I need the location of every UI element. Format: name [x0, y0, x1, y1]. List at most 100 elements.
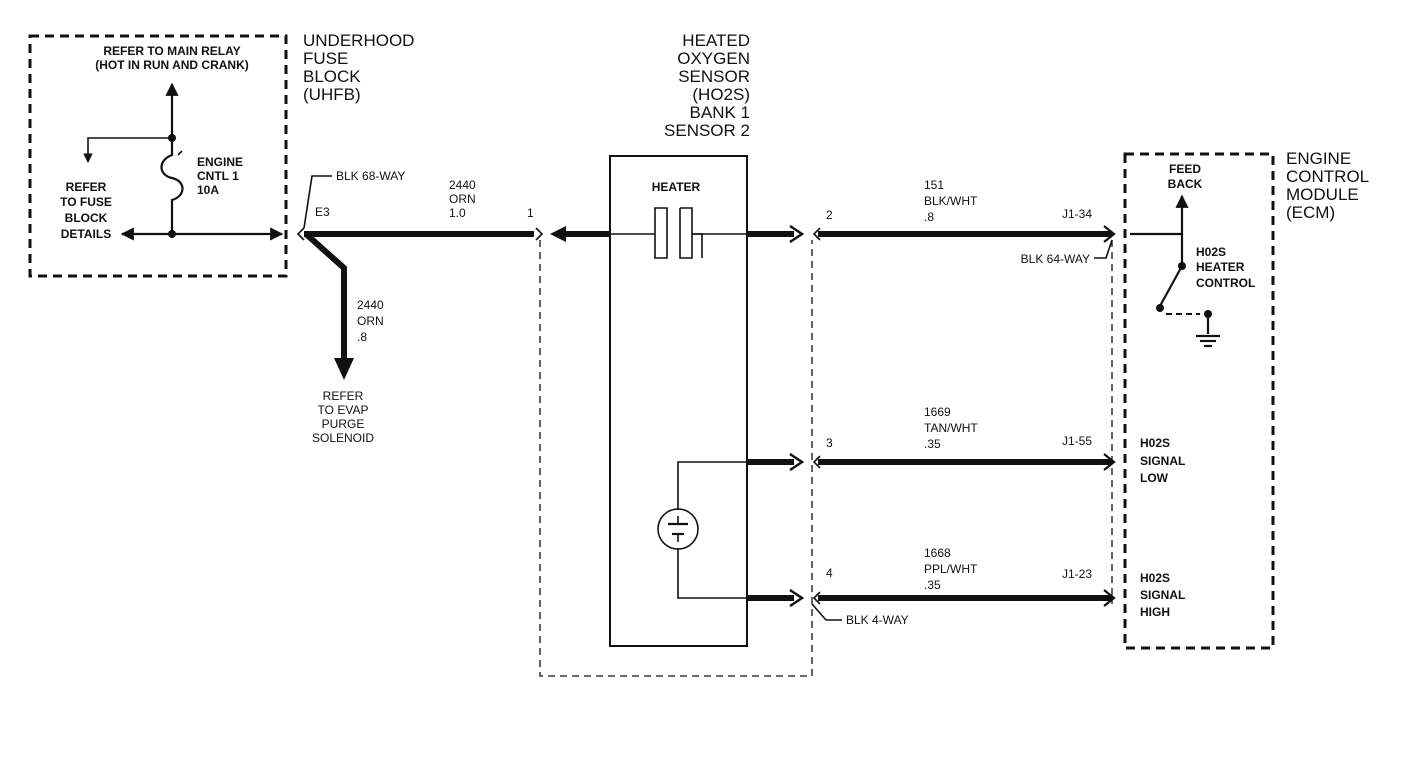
fuse-label-line: CNTL 1	[197, 169, 239, 183]
pin4-chevron	[789, 588, 805, 608]
switch-contact-bottom	[1156, 304, 1164, 312]
heater-control-label: H02S HEATER CONTROL	[1196, 245, 1255, 290]
pin3-connector-chevron	[812, 455, 821, 469]
uhfb-title-line: FUSE	[303, 49, 348, 68]
ecm-pin-j1-34-arrow	[1103, 225, 1116, 243]
fuse-label: ENGINE CNTL 1 10A	[197, 155, 243, 197]
wire-pin4-pin: 4	[826, 566, 833, 580]
feed-wire-circuit: 2440	[449, 178, 476, 192]
evap-destination-line: TO EVAP	[318, 403, 369, 417]
signal-low-label: H02S SIGNAL LOW	[1140, 436, 1185, 485]
signal-high-line: HIGH	[1140, 605, 1170, 619]
evap-destination-line: SOLENOID	[312, 431, 374, 445]
fuse-symbol	[160, 138, 184, 234]
ecm-title-line: ENGINE	[1286, 149, 1351, 168]
signal-low-line: H02S	[1140, 436, 1170, 450]
feedback-line: FEED	[1169, 162, 1201, 176]
feed-pin-chevron	[535, 227, 544, 241]
wire-pin4-ecm-pin: J1-23	[1062, 567, 1092, 581]
sensor-title-line: HEATED	[682, 31, 750, 50]
heater-label: HEATER	[652, 180, 701, 194]
heater-control-line: CONTROL	[1196, 276, 1255, 290]
feed-pin-label: 1	[527, 206, 534, 220]
heater-pin1-arrow	[550, 226, 566, 242]
ecm-title-line: MODULE	[1286, 185, 1359, 204]
sensor-title-line: (HO2S)	[692, 85, 750, 104]
evap-destination-line: PURGE	[322, 417, 365, 431]
ecm-pin-j1-55-arrow	[1103, 453, 1116, 471]
sensor-connector-outline	[539, 240, 813, 677]
main-relay-label: REFER TO MAIN RELAY (HOT IN RUN AND CRAN…	[95, 44, 249, 72]
fuse-mark	[177, 150, 183, 156]
ecm-connector-leader	[1094, 239, 1113, 259]
wire-pin3-circuit: 1669	[924, 405, 951, 419]
uhfb-connector-chevron	[296, 227, 305, 241]
fuse-block-ref-line: DETAILS	[61, 227, 111, 241]
evap-wire	[303, 231, 347, 362]
sensing-element	[657, 508, 699, 550]
fuse-block-branch-arrow	[83, 137, 172, 163]
evap-wire-gauge: .8	[357, 330, 367, 344]
sensor-connector-label: BLK 4-WAY	[846, 613, 909, 627]
wire-pin2-ecm-pin: J1-34	[1062, 207, 1092, 221]
heater-element-left	[610, 207, 668, 259]
uhfb-connector-label: BLK 68-WAY	[336, 169, 405, 183]
wire-pin4-circuit: 1668	[924, 546, 951, 560]
feedback-label: FEED BACK	[1168, 162, 1203, 191]
uhfb-title-line: UNDERHOOD	[303, 31, 414, 50]
uhfb-terminal-label: E3	[315, 205, 330, 219]
ecm-pin-j1-23-arrow	[1103, 589, 1116, 607]
uhfb-title-line: (UHFB)	[303, 85, 361, 104]
signal-high-line: H02S	[1140, 571, 1170, 585]
fuse-block-ref-line: TO FUSE	[60, 195, 112, 209]
wire-pin2-gauge: .8	[924, 210, 934, 224]
wire-pin3-ecm-pin: J1-55	[1062, 434, 1092, 448]
signal-low-line: SIGNAL	[1140, 454, 1185, 468]
heater-control-line: H02S	[1196, 245, 1226, 259]
sensor-connector-leader	[811, 603, 842, 621]
sensor-title-line: OXYGEN	[677, 49, 750, 68]
wire-pin3-pin: 3	[826, 436, 833, 450]
signal-high-label: H02S SIGNAL HIGH	[1140, 571, 1185, 619]
ecm-box	[1123, 152, 1275, 650]
wire-pin2-circuit: 151	[924, 178, 944, 192]
evap-wire-circuit: 2440	[357, 298, 384, 312]
ecm-title-line: CONTROL	[1286, 167, 1369, 186]
feed-wire-color: ORN	[449, 192, 476, 206]
uhfb-title-line: BLOCK	[303, 67, 361, 86]
pin2-chevron	[789, 224, 805, 244]
heater-control-line: HEATER	[1196, 260, 1245, 274]
feed-wire-gauge: 1.0	[449, 206, 466, 220]
uhfb-box	[28, 34, 288, 278]
heater-control-switch	[1159, 265, 1183, 307]
ecm-title-line: (ECM)	[1286, 203, 1335, 222]
heater-element-right	[679, 207, 693, 259]
uhfb-connector-leader	[303, 175, 332, 229]
fuse-block-ref-line: REFER	[66, 180, 107, 194]
uhfb-title: UNDERHOOD FUSE BLOCK (UHFB)	[303, 31, 414, 104]
sensor-body	[609, 155, 748, 647]
feedback-line: BACK	[1168, 177, 1203, 191]
evap-wire-label: 2440 ORN .8	[357, 298, 384, 344]
wire-pin4-color: PPL/WHT	[924, 562, 978, 576]
fuse-label-line: 10A	[197, 183, 219, 197]
ecm-connector-label: BLK 64-WAY	[1021, 252, 1090, 266]
ecm-title: ENGINE CONTROL MODULE (ECM)	[1286, 149, 1369, 222]
feed-wire-label: 2440 ORN 1.0	[449, 178, 476, 220]
wire-pin3-color: TAN/WHT	[924, 421, 978, 435]
wire-pin3-gauge: .35	[924, 437, 941, 451]
sensor-title-line: SENSOR	[678, 67, 750, 86]
main-relay-line: REFER TO MAIN RELAY	[103, 44, 240, 58]
fuse-label-line: ENGINE	[197, 155, 243, 169]
evap-destination-line: REFER	[323, 389, 364, 403]
sensor-title-line: BANK 1	[690, 103, 750, 122]
evap-wire-color: ORN	[357, 314, 384, 328]
evap-destination-label: REFER TO EVAP PURGE SOLENOID	[312, 389, 374, 445]
pin3-chevron	[789, 452, 805, 472]
fuse-block-ref-label: REFER TO FUSE BLOCK DETAILS	[60, 180, 112, 241]
sensing-lead-top	[677, 461, 747, 510]
pin4-connector-chevron	[812, 591, 821, 605]
fuse-block-ref-line: BLOCK	[65, 211, 108, 225]
wire-pin2-pin: 2	[826, 208, 833, 222]
